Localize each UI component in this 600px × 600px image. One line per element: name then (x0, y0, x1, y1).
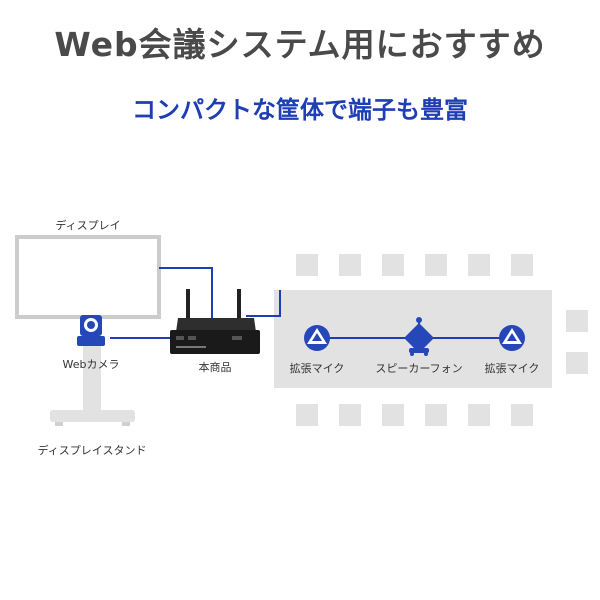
cable-table-usb (246, 290, 281, 317)
product-label: 本商品 (199, 360, 232, 374)
chairs-top (296, 254, 533, 276)
speakerphone-device (404, 317, 434, 356)
page-title: Web会議システム用におすすめ (54, 25, 546, 64)
mic-left-label: 拡張マイク (290, 361, 345, 375)
display (15, 235, 161, 319)
display-stand (50, 345, 135, 426)
display-stand-label: ディスプレイスタンド (38, 443, 147, 457)
speakerphone-label: スピーカーフォン (375, 362, 462, 375)
mic-left-device (304, 325, 330, 351)
mic-right-label: 拡張マイク (485, 361, 540, 375)
page-subtitle: コンパクトな筐体で端子も豊富 (132, 96, 468, 124)
chairs-bottom (296, 404, 533, 426)
product-device (170, 289, 260, 354)
cable-display-hdmi (159, 267, 213, 318)
display-label: ディスプレイ (55, 218, 120, 232)
webcam-label: Webカメラ (63, 358, 120, 371)
webcam (77, 315, 105, 346)
chairs-right (566, 310, 588, 374)
mic-right-device (499, 325, 525, 351)
